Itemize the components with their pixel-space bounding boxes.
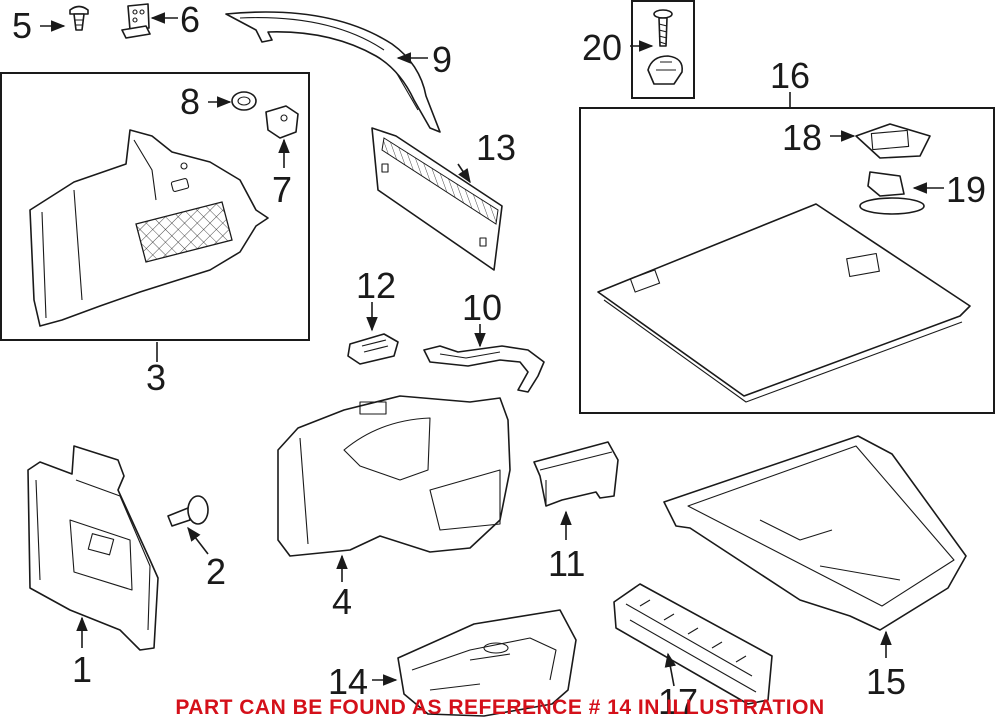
part-11-storage-box[interactable]: [533, 441, 619, 507]
callout-5: 5: [12, 5, 32, 46]
callout-2: 2: [206, 551, 226, 592]
group-3-frame: [0, 72, 310, 341]
callout-20: 20: [582, 27, 622, 68]
callout-13: 13: [476, 127, 516, 168]
callout-labels: 5 6 9 20 8 7 13 16 18 19 12 10 3 2 4 11 …: [12, 0, 986, 722]
part-14-tool-tray[interactable]: [397, 609, 577, 717]
callout-3: 3: [146, 357, 166, 398]
callout-16: 16: [770, 55, 810, 96]
part-6-bracket[interactable]: [121, 3, 151, 39]
part-19-latch[interactable]: [859, 171, 925, 215]
part-1-lower-trim-panel[interactable]: [27, 445, 159, 651]
callout-14: 14: [328, 661, 368, 702]
part-20-screw-clip[interactable]: [647, 9, 684, 85]
callout-10: 10: [462, 287, 502, 328]
part-4-side-trim-panel[interactable]: [277, 395, 511, 557]
part-15-tray[interactable]: [663, 435, 967, 631]
callout-4: 4: [332, 581, 352, 622]
callout-19: 19: [946, 169, 986, 210]
part-12-switch[interactable]: [347, 333, 399, 365]
part-10-molding[interactable]: [423, 345, 545, 393]
part-5-clip[interactable]: [69, 5, 89, 31]
callout-7: 7: [272, 169, 292, 210]
group-16-frame: [579, 107, 995, 414]
callout-1: 1: [72, 649, 92, 690]
part-2-push-pin[interactable]: [167, 495, 209, 527]
part-18-handle[interactable]: [855, 123, 931, 159]
callout-6: 6: [180, 0, 200, 40]
callout-12: 12: [356, 265, 396, 306]
callout-18: 18: [782, 117, 822, 158]
part-17-organizer[interactable]: [613, 583, 773, 705]
part-13-sill-plate[interactable]: [371, 127, 503, 271]
part-9-trim-strip[interactable]: [225, 11, 441, 133]
callout-15: 15: [866, 661, 906, 702]
callout-11: 11: [548, 543, 585, 584]
reference-notice: PART CAN BE FOUND AS REFERENCE # 14 IN I…: [175, 696, 824, 719]
part-8-grommet[interactable]: [231, 91, 257, 111]
callout-9: 9: [432, 39, 452, 80]
part-7-retainer[interactable]: [265, 105, 299, 139]
callout-17: 17: [658, 681, 698, 722]
callout-8: 8: [180, 81, 200, 122]
group-20-frame: [631, 0, 695, 99]
part-16-floor-board[interactable]: [597, 203, 971, 403]
part-3-quarter-trim-panel[interactable]: [29, 129, 269, 327]
leader-lines: [40, 12, 944, 687]
